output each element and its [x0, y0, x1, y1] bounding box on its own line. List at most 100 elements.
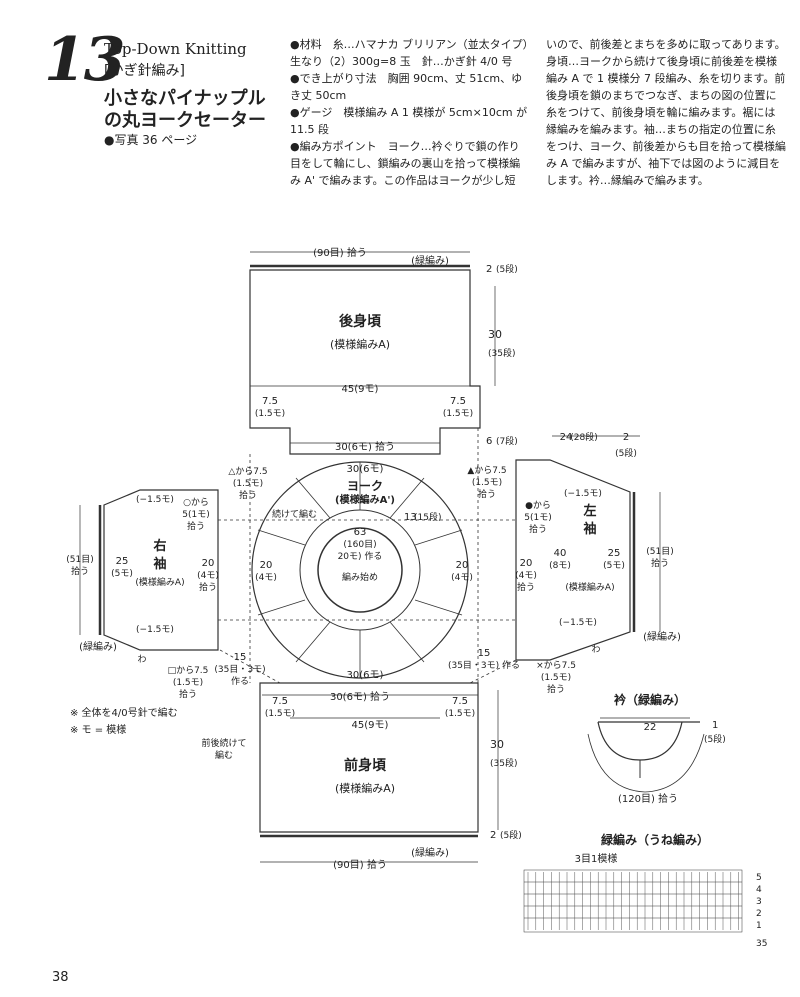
technique-label: [かぎ針編み] — [104, 63, 185, 79]
left-sleeve-title1: 左 — [583, 503, 596, 519]
photo-reference: ●写真 36 ページ — [104, 133, 198, 147]
right-pick-sq2: (1.5モ) — [173, 678, 203, 688]
right-pick-tri3: 拾う — [239, 489, 257, 501]
left-sleeve-title2: 袖 — [583, 521, 596, 537]
back-height1: 30 — [488, 328, 502, 341]
front-shoulder-r2: (1.5モ) — [445, 709, 475, 719]
yoke-label: ヨーク — [347, 479, 383, 493]
back-edge: (緑編み) — [411, 254, 449, 267]
neck-circle — [317, 527, 403, 613]
back-body-outline — [249, 269, 481, 455]
yoke-spokes — [257, 462, 463, 678]
left-pick-tri2: (1.5モ) — [472, 478, 502, 488]
left-w2: (5モ) — [603, 561, 625, 571]
dashed-connections — [218, 428, 517, 684]
collar-title: 衿（緑編み） — [614, 692, 686, 707]
yoke-depth1: 13 — [404, 512, 417, 523]
gusset-l1: 15 — [234, 652, 247, 663]
yoke-side-l1: 20 — [260, 560, 273, 571]
pattern-number: 13 — [44, 25, 125, 95]
right-pick-o3: 拾う — [187, 520, 205, 532]
left-pick-x2: (1.5モ) — [541, 673, 571, 683]
left-mid1: 20 — [520, 558, 533, 569]
collar-pick: (120目) 拾う — [618, 792, 678, 805]
back-shoulder-r2: (1.5モ) — [443, 409, 473, 419]
right-mid3: 拾う — [199, 581, 217, 593]
note-2: ※ モ = 模様 — [70, 723, 126, 736]
neck-size3: 20モ) 作る — [338, 550, 383, 562]
right-cuff2: 拾う — [71, 565, 89, 577]
front-shoulder-l2: (1.5モ) — [265, 709, 295, 719]
right-pick-o2: 5(1モ) — [182, 510, 209, 520]
left-top-edge2: (5段) — [615, 447, 637, 459]
edging-chart-columns — [527, 872, 739, 930]
front-pick: (90目) 拾う — [333, 858, 387, 871]
neck-size1: 63 — [354, 527, 367, 538]
left-pick-tri1: ▲から7.5 — [467, 465, 506, 476]
edging-chart-grid — [523, 869, 743, 933]
yoke-pattern: (模様編みA') — [335, 493, 395, 506]
back-height2: (35段) — [488, 347, 515, 359]
back-notch: 6 — [486, 436, 492, 447]
yoke-start: 編み始め — [342, 571, 378, 583]
page-number: 38 — [52, 970, 69, 985]
front-pattern: (模様編みA) — [335, 781, 395, 795]
front-cont2: 編む — [215, 749, 233, 761]
yoke-side-r2: (4モ) — [451, 573, 473, 583]
yoke-top: 30(6モ) — [347, 464, 384, 475]
gusset-r2: (35目・3モ) 作る — [448, 659, 520, 671]
edging-title: 緑編み（うね編み） — [601, 832, 709, 847]
gauge-paragraph: ●ゲージ 模様編み A 1 模様が 5cm×10cm が 11.5 段 — [290, 106, 528, 136]
right-sleeve-title1: 右 — [152, 538, 166, 554]
edging-row-4: 4 — [756, 885, 762, 895]
front-shoulder-l1: 7.5 — [272, 696, 288, 707]
right-mid2: (4モ) — [197, 571, 219, 581]
gusset-l2: (35目・3モ) — [214, 664, 265, 675]
left-mid2: (4モ) — [515, 571, 537, 581]
back-pick: (90目) 拾う — [313, 246, 367, 259]
collar-h1: 1 — [712, 720, 718, 731]
instructions-column-1: ●材料 糸…ハマナカ ブリリアン（並太タイプ）生なり（2）300g=8 玉 針…… — [290, 36, 530, 189]
front-edge: (緑編み) — [411, 846, 449, 859]
collar-h2: (5段) — [704, 733, 726, 745]
left-top-dec: (−1.5モ) — [564, 489, 602, 499]
left-cuff1: (51目) — [646, 546, 673, 557]
back-title: 後身頃 — [339, 313, 382, 330]
yoke-depth2: (15段) — [414, 511, 441, 523]
left-pick-o1: ●から — [525, 500, 551, 511]
collar-outer — [587, 733, 705, 793]
front-bot-h1: 2 — [490, 830, 496, 841]
method-continued: いので、前後差とまちを多めに取ってあります。身頃…ヨークから続けて後身頃に前後差… — [546, 38, 786, 187]
back-notch2: (7段) — [496, 435, 518, 447]
left-top-len1: 24 — [560, 432, 573, 443]
right-bottom-dec: (−1.5モ) — [136, 625, 174, 635]
left-top-edge1: 2 — [623, 432, 629, 443]
back-shoulder-r1: 7.5 — [450, 396, 466, 407]
back-width: 45(9モ) — [342, 384, 379, 395]
right-pick-sq1: □から7.5 — [168, 665, 209, 676]
right-pick-tri1: △から7.5 — [228, 466, 267, 477]
right-top-dec: (−1.5モ) — [136, 495, 174, 505]
right-cuff1: (51目) — [66, 554, 93, 565]
right-sleeve-outline — [103, 489, 219, 651]
yoke-side-l2: (4モ) — [255, 573, 277, 583]
edging-row-3: 3 — [756, 897, 762, 907]
edging-row-1: 1 — [756, 921, 762, 931]
left-pick-x1: ×から7.5 — [536, 660, 576, 671]
materials-paragraph: ●材料 糸…ハマナカ ブリリアン（並太タイプ）生なり（2）300g=8 玉 針…… — [290, 38, 529, 68]
back-pattern: (模様編みA) — [330, 337, 390, 351]
front-shoulder-r1: 7.5 — [452, 696, 468, 707]
left-cuff2: 拾う — [651, 557, 669, 569]
back-top-h1: 2 — [486, 264, 492, 275]
note-1: ※ 全体を4/0号針で編む — [70, 706, 178, 719]
left-pick-tri3: 拾う — [478, 488, 496, 500]
gusset-r1: 15 — [478, 648, 491, 659]
right-pick-tri2: (1.5モ) — [233, 479, 263, 489]
left-pick-o3: 拾う — [529, 523, 547, 535]
front-height2: (35段) — [490, 757, 517, 769]
edging-repeat: 3目1模様 — [575, 852, 618, 865]
left-edge: (緑編み) — [643, 630, 681, 643]
left-mid3: 拾う — [517, 581, 535, 593]
pattern-subtitle: Top-Down Knitting — [104, 40, 247, 58]
edging-end: 35 — [756, 939, 767, 949]
